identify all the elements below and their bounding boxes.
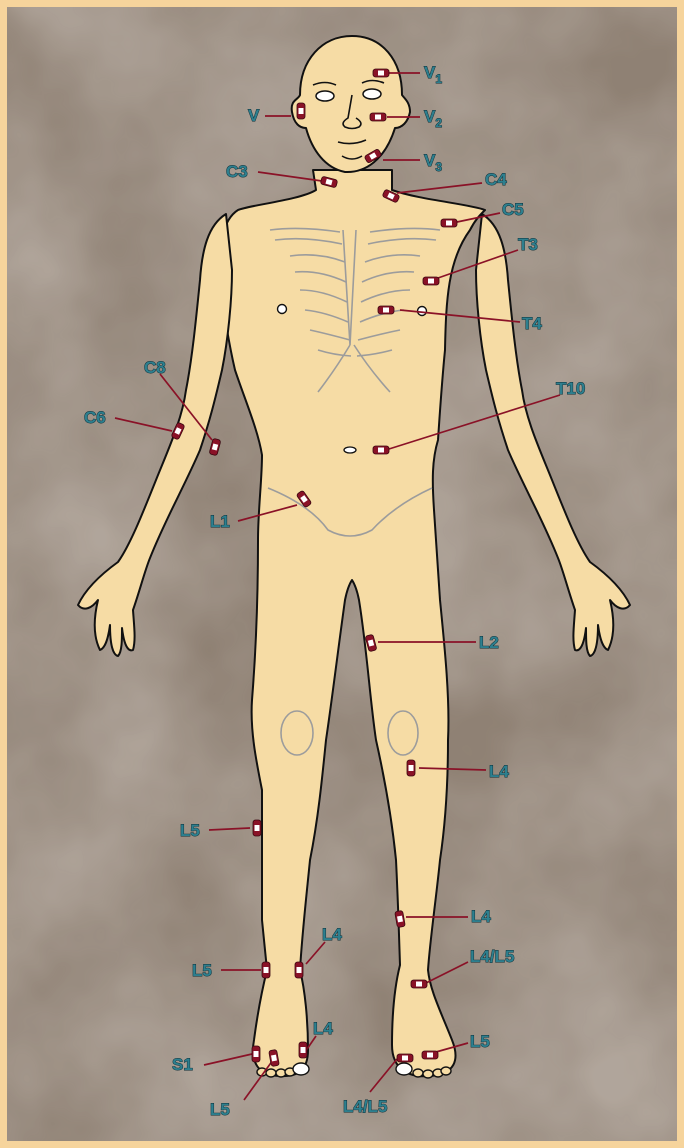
label-t10: T10 bbox=[556, 379, 585, 398]
label-l4-toe: L4 bbox=[313, 1019, 333, 1038]
label-c3: C3 bbox=[226, 162, 248, 181]
label-l4-ankle-r: L4 bbox=[322, 925, 342, 944]
label-l4l5-foot: L4/L5 bbox=[343, 1097, 387, 1116]
pad-l4-ankle-r bbox=[295, 962, 303, 978]
label-l4l5-ankle: L4/L5 bbox=[470, 947, 514, 966]
pad-l4l5-foot bbox=[397, 1054, 413, 1062]
label-c4: C4 bbox=[485, 170, 507, 189]
label-l1: L1 bbox=[210, 512, 230, 531]
navel bbox=[344, 447, 356, 453]
label-l5-foot-l: L5 bbox=[470, 1032, 490, 1051]
label-c6: C6 bbox=[84, 408, 106, 427]
pad-l4-toe bbox=[299, 1042, 307, 1058]
left-eye bbox=[363, 89, 381, 99]
label-t3: T3 bbox=[518, 235, 538, 254]
label-c8: C8 bbox=[144, 358, 166, 377]
pad-l5-foot-l bbox=[422, 1051, 438, 1059]
pad-l4l5-ankle bbox=[411, 980, 427, 988]
pad-l5-shin bbox=[253, 820, 261, 836]
label-l5-ankle-r: L5 bbox=[192, 961, 212, 980]
label-l5-foot-r: L5 bbox=[210, 1100, 230, 1119]
label-c5: C5 bbox=[502, 200, 524, 219]
pad-t10 bbox=[373, 446, 389, 454]
label-s1: S1 bbox=[172, 1055, 193, 1074]
pad-c5 bbox=[441, 219, 457, 227]
pad-t4 bbox=[378, 306, 394, 314]
right-nipple bbox=[278, 305, 287, 314]
label-l4-knee: L4 bbox=[489, 762, 509, 781]
pad-l4-knee bbox=[407, 760, 415, 776]
label-t4: T4 bbox=[522, 314, 542, 333]
pad-l5-ankle-r bbox=[262, 962, 270, 978]
right-eye bbox=[316, 91, 334, 101]
label-l4-shin: L4 bbox=[471, 907, 491, 926]
pad-v bbox=[297, 103, 305, 119]
pad-t3 bbox=[423, 277, 439, 285]
label-v: V bbox=[248, 106, 260, 125]
pad-s1 bbox=[252, 1046, 260, 1062]
label-l5-shin: L5 bbox=[180, 821, 200, 840]
pad-v1 bbox=[373, 69, 389, 77]
pad-v2 bbox=[370, 113, 386, 121]
label-l2: L2 bbox=[479, 633, 499, 652]
left-nipple bbox=[418, 307, 427, 316]
